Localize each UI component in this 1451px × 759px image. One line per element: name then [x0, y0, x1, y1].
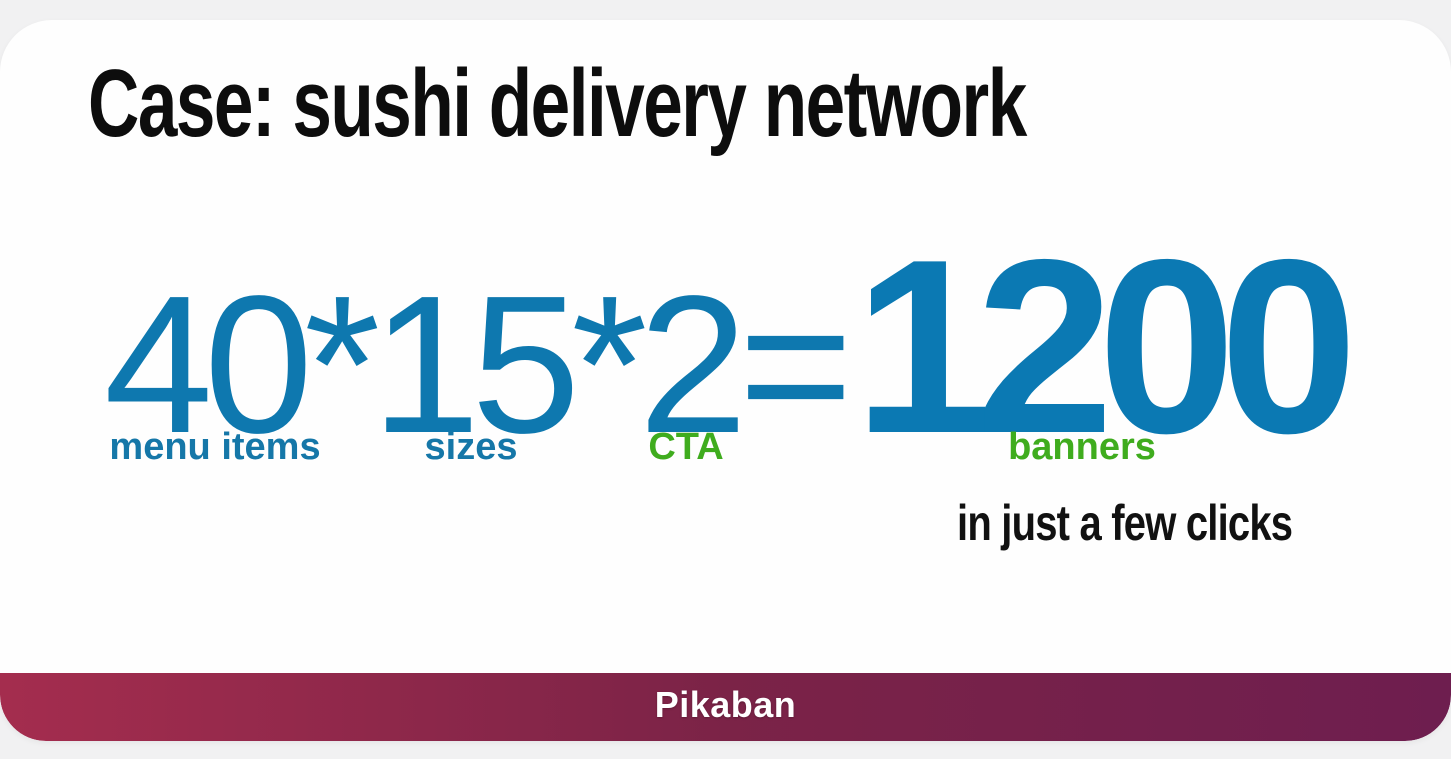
- formula-expression: 40*15*2=: [104, 255, 853, 474]
- label-banners: banners: [1008, 426, 1156, 468]
- slide-title: Case: sushi delivery network: [88, 50, 1027, 157]
- label-cta: CTA: [648, 426, 724, 468]
- formula-result: 1200: [854, 207, 1358, 485]
- formula: 40*15*2= 1200: [104, 207, 1358, 485]
- label-menu-items: menu items: [109, 426, 321, 468]
- footer-bar: Pikaban: [0, 673, 1451, 741]
- brand-name: Pikaban: [654, 684, 797, 725]
- slide-card: Case: sushi delivery network 40*15*2= 12…: [0, 20, 1451, 741]
- label-sizes: sizes: [424, 426, 518, 468]
- tagline: in just a few clicks: [957, 495, 1293, 551]
